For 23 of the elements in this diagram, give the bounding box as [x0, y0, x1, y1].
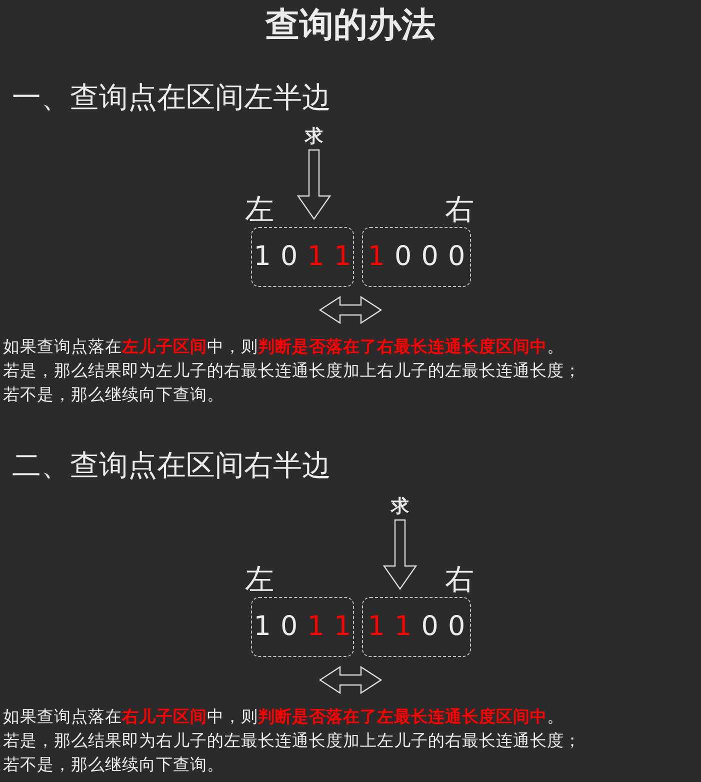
- side-label: 右: [445, 191, 474, 228]
- description-text: 若是，那么结果即为左儿子的右最长连通长度加上右儿子的左最长连通长度；: [3, 360, 581, 382]
- query-label: 求: [305, 124, 323, 148]
- digit-box: 1 1 0 0: [362, 597, 471, 657]
- digit-box: 1 0 0 0: [362, 227, 471, 287]
- double-block-arrow: [318, 296, 382, 324]
- section-heading: 二、查询点在区间右半边: [12, 447, 331, 484]
- block-arrow: [382, 519, 418, 590]
- description-text: 若是，那么结果即为右儿子的左最长连通长度加上左儿子的右最长连通长度；: [3, 730, 581, 752]
- side-label: 左: [245, 191, 274, 228]
- section-heading: 一、查询点在区间左半边: [12, 79, 331, 116]
- digit-box: 1 0 1 1: [251, 597, 354, 657]
- block-arrow: [296, 149, 332, 220]
- description-text: 如果查询点落在左儿子区间中，则判断是否落在了右最长连通长度区间中。: [3, 336, 564, 358]
- digit-box: 1 0 1 1: [251, 227, 354, 287]
- side-label: 右: [445, 561, 474, 598]
- double-block-arrow: [318, 666, 382, 694]
- title: 查询的办法: [264, 4, 436, 47]
- description-text: 若不是，那么继续向下查询。: [3, 384, 224, 406]
- description-text: 如果查询点落在右儿子区间中，则判断是否落在了左最长连通长度区间中。: [3, 706, 564, 728]
- description-text: 若不是，那么继续向下查询。: [3, 754, 224, 776]
- query-label: 求: [391, 494, 409, 518]
- side-label: 左: [245, 561, 274, 598]
